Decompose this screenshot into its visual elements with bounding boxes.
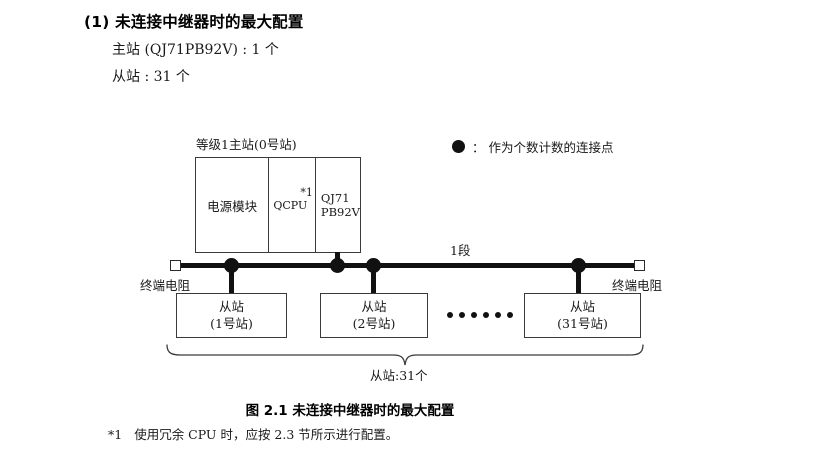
slave-station-title: 从站	[569, 298, 595, 314]
slave-group-label: 从站:31个	[370, 368, 428, 383]
rack-cell-qcpu: QCPU *1	[269, 158, 316, 252]
brace-icon	[166, 344, 644, 366]
footnote-text: 使用冗余 CPU 时，应按 2.3 节所示进行配置。	[134, 427, 399, 442]
slave-drop-line	[576, 267, 581, 294]
section-heading-block: (1) 未连接中继器时的最大配置 主站 (QJ71PB92V) : 1 个 从站…	[84, 10, 724, 86]
rack-cell-power-supply-label: 电源模块	[207, 198, 258, 214]
terminating-resistor-left-label: 终端电阻	[140, 278, 191, 293]
terminating-resistor-left-icon	[170, 260, 181, 271]
slave-station-number: (31号站)	[557, 315, 608, 331]
slave-drop-line	[229, 267, 234, 294]
legend: ： 作为个数计数的连接点	[452, 137, 613, 156]
connection-point-dot	[224, 258, 239, 273]
figure-caption: 图 2.1 未连接中继器时的最大配置	[245, 403, 455, 419]
terminating-resistor-right-label: 终端电阻	[612, 278, 663, 293]
terminating-resistor-right-icon	[634, 260, 645, 271]
rack-cell-qcpu-label: QCPU	[273, 198, 308, 212]
slave-station-title: 从站	[361, 298, 387, 314]
slave-station-number: (1号站)	[210, 315, 253, 331]
ellipsis-dot	[459, 312, 465, 318]
ellipsis-dots	[447, 312, 513, 318]
slave-drop-line	[371, 267, 376, 294]
connection-point-dot	[366, 258, 381, 273]
connection-point-dot	[571, 258, 586, 273]
slave-station-box: 从站 (1号站)	[176, 293, 287, 338]
rack-cell-power-supply: 电源模块	[196, 158, 270, 252]
legend-label: ： 作为个数计数的连接点	[472, 140, 614, 155]
ellipsis-dot	[495, 312, 501, 318]
slave-station-box: 从站 (2号站)	[320, 293, 428, 338]
ellipsis-dot	[447, 312, 453, 318]
profibus-trunk-line	[178, 263, 636, 268]
slave-group-brace	[165, 344, 645, 366]
segment-label: 1段	[450, 243, 471, 258]
qcpu-footnote-marker: *1	[300, 186, 313, 199]
ellipsis-dot	[507, 312, 513, 318]
connection-point-dot	[330, 258, 345, 273]
footnote-marker: *1	[108, 427, 123, 442]
slave-station-box: 从站 (31号站)	[524, 293, 641, 338]
slave-station-title: 从站	[218, 298, 244, 314]
master-station-caption: 等级1主站(0号站)	[196, 137, 297, 152]
ellipsis-dot	[483, 312, 489, 318]
filled-circle-icon	[452, 140, 465, 153]
spec-line-slave: 从站 : 31 个	[112, 69, 190, 85]
spec-line-master: 主站 (QJ71PB92V) : 1 个	[112, 42, 279, 58]
ellipsis-dot	[471, 312, 477, 318]
slave-station-number: (2号站)	[352, 315, 396, 331]
footnote: *1 使用冗余 CPU 时，应按 2.3 节所示进行配置。	[108, 424, 398, 443]
page-title: (1) 未连接中继器时的最大配置	[84, 13, 304, 31]
